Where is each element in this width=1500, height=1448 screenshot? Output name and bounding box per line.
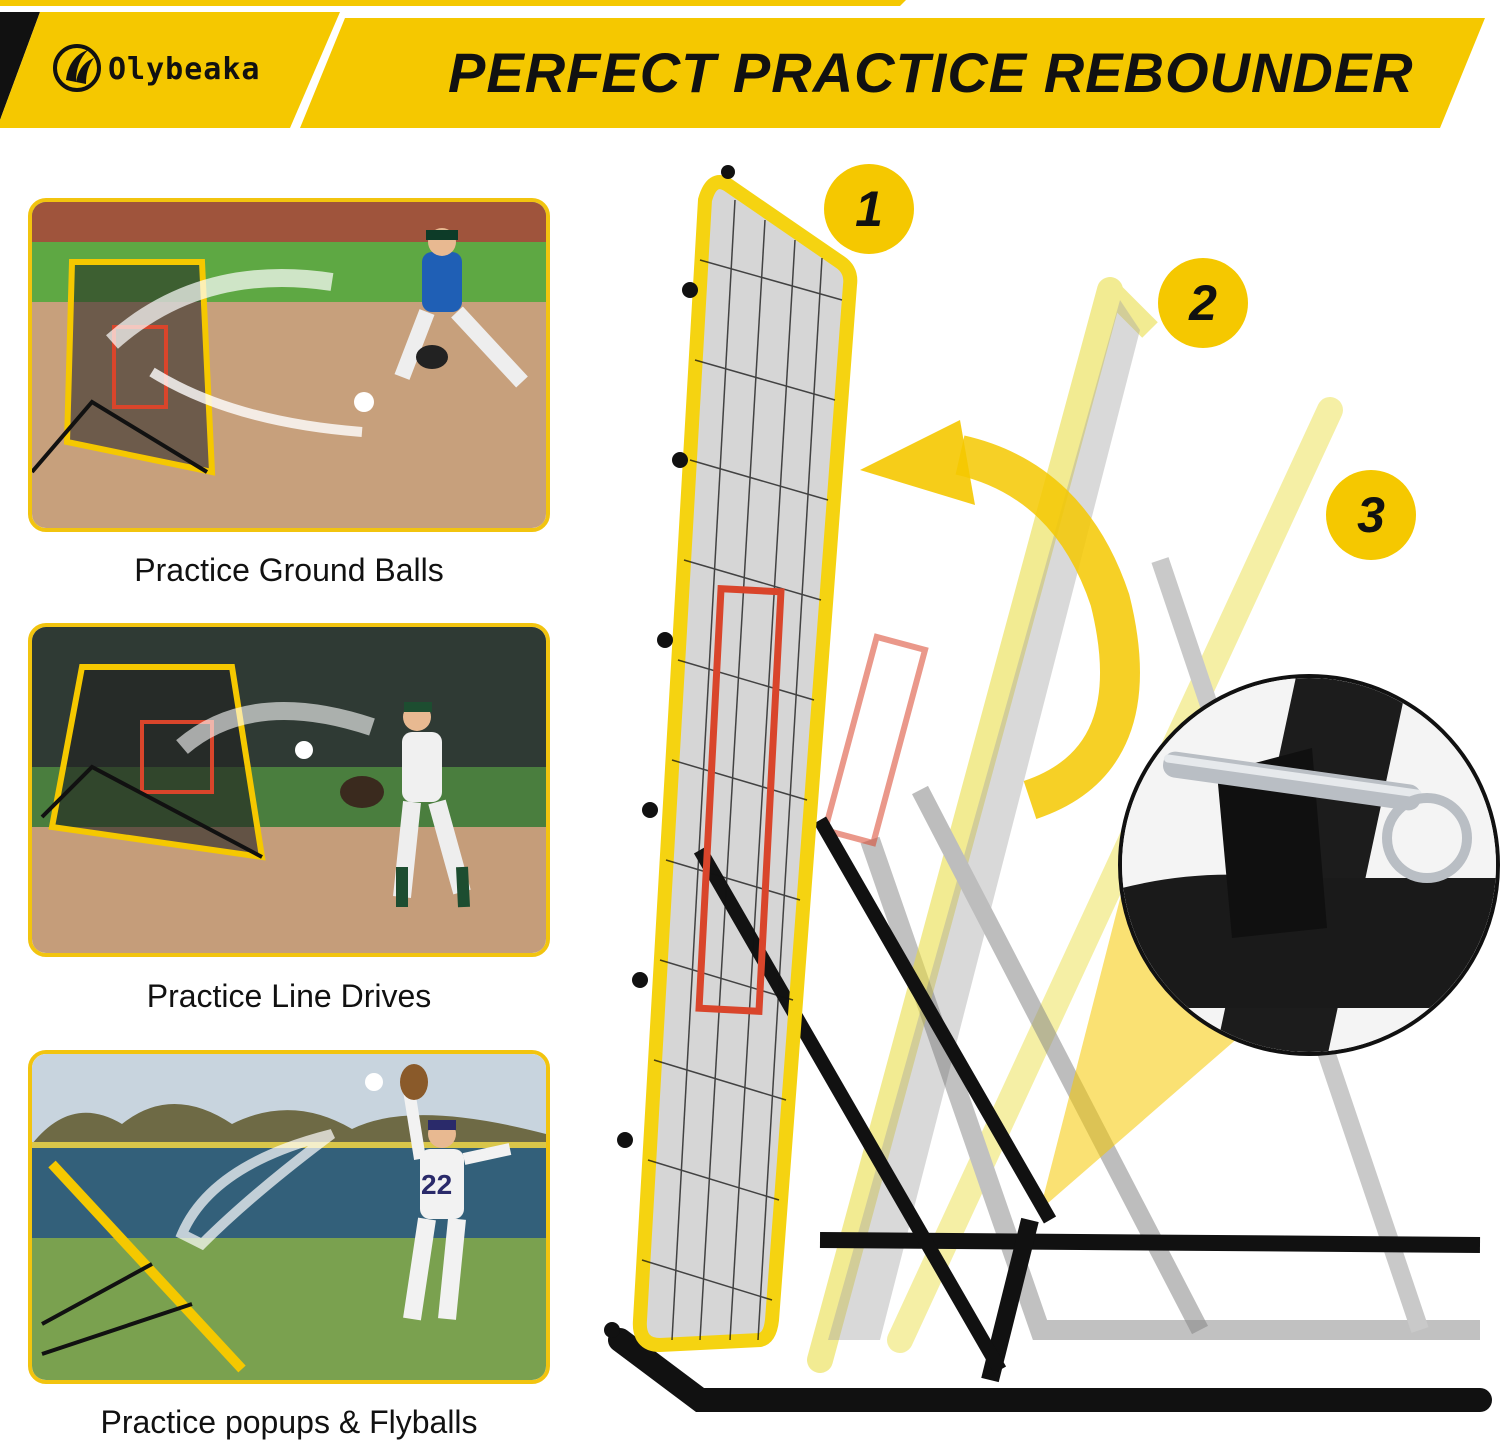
pin-ring-icon bbox=[1382, 793, 1472, 883]
brand-name: Olybeaka bbox=[108, 52, 261, 87]
pin-detail-zoom bbox=[1118, 674, 1500, 1056]
jersey-number: 22 bbox=[421, 1169, 452, 1200]
brand-logo-icon bbox=[53, 44, 101, 92]
rebounder-illustration bbox=[604, 165, 1492, 1412]
player-figure-1 bbox=[394, 228, 528, 388]
line-drives-caption: Practice Line Drives bbox=[146, 978, 432, 1014]
player-figure-3: 22 bbox=[400, 1064, 512, 1321]
angle-2-badge: 2 bbox=[1158, 258, 1248, 348]
line-drives-photo bbox=[28, 623, 550, 957]
angle-3-badge: 3 bbox=[1326, 470, 1416, 560]
ground-balls-photo bbox=[28, 198, 550, 532]
flyballs-photo: 22 bbox=[28, 1050, 550, 1384]
flyballs-caption: Practice popups & Flyballs bbox=[100, 1404, 478, 1440]
player-figure-2 bbox=[340, 702, 471, 908]
ground-balls-caption: Practice Ground Balls bbox=[134, 552, 444, 588]
angle-1-badge: 1 bbox=[824, 164, 914, 254]
page-title: PERFECT PRACTICE REBOUNDER bbox=[448, 41, 1414, 104]
header-banner bbox=[0, 0, 1485, 128]
